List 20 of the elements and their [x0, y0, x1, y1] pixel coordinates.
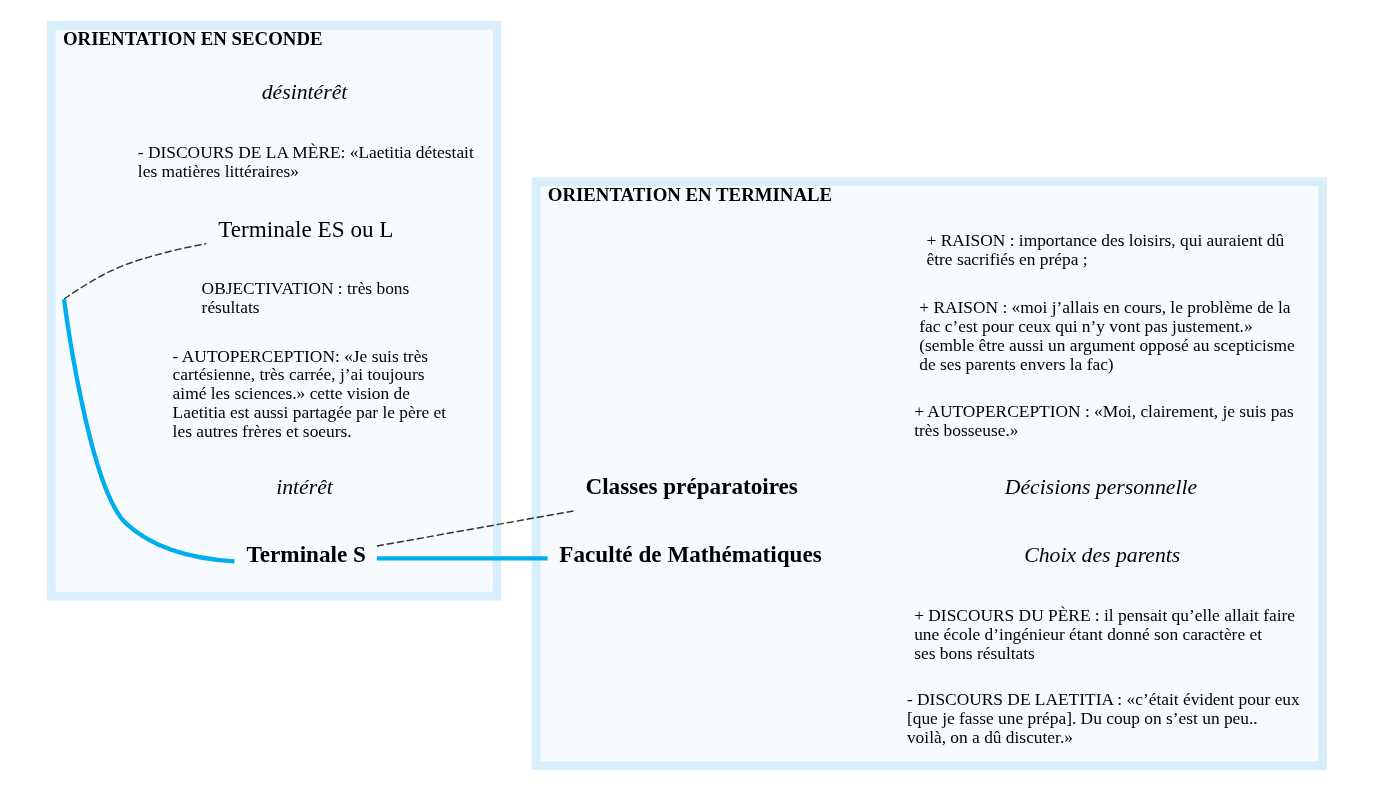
label: - AUTOPERCEPTION: «Je suis très cartésienne, très carrée, j’ai toujours aimé les sciences.» cette vision de Laetitia est aussi partagée par le père et les autres frères et soeurs. — [172, 346, 446, 441]
connector — [375, 510, 574, 547]
connector — [62, 242, 207, 300]
label: + RAISON : importance des loisirs, qui auraient dû être sacrifiés en prépa ; — [926, 231, 1284, 270]
node-text: Classes préparatoires — [584, 473, 798, 500]
node-text: Terminale S — [246, 541, 366, 568]
label: OBJECTIVATION : très bons résultats — [201, 279, 409, 318]
label: désintérêt — [261, 79, 347, 104]
label: + AUTOPERCEPTION : «Moi, clairement, je suis pas très bosseuse.» — [913, 402, 1294, 441]
label: intérêt — [275, 474, 333, 499]
connector — [61, 299, 235, 564]
label: + DISCOURS DU PÈRE : il pensait qu’elle allait faire une école d’ingénieur étant donné son caractère et ses bons résultats — [913, 605, 1295, 663]
node-text: Terminale ES ou L — [217, 215, 393, 242]
label: Choix des parents — [1023, 543, 1180, 568]
label: - DISCOURS DE LAETITIA : «c’était évident pour eux [que je fasse une prépa]. Du coup on s’est un peu.. voilà, on a dû discuter.» — [906, 689, 1300, 747]
connector — [376, 556, 548, 561]
label: Décisions personnelle — [1004, 474, 1197, 499]
label: + RAISON : «moi j’allais en cours, le problème de la fac c’est pour ceux qui n’y vont pas justement.» (semble être aussi un argument opposé au scepticisme de ses parents envers la fac) — [918, 298, 1295, 374]
label: - DISCOURS DE LA MÈRE: «Laetitia détestait les matières littéraires» — [137, 143, 474, 181]
node-text: Faculté de Mathématiques — [558, 541, 822, 568]
